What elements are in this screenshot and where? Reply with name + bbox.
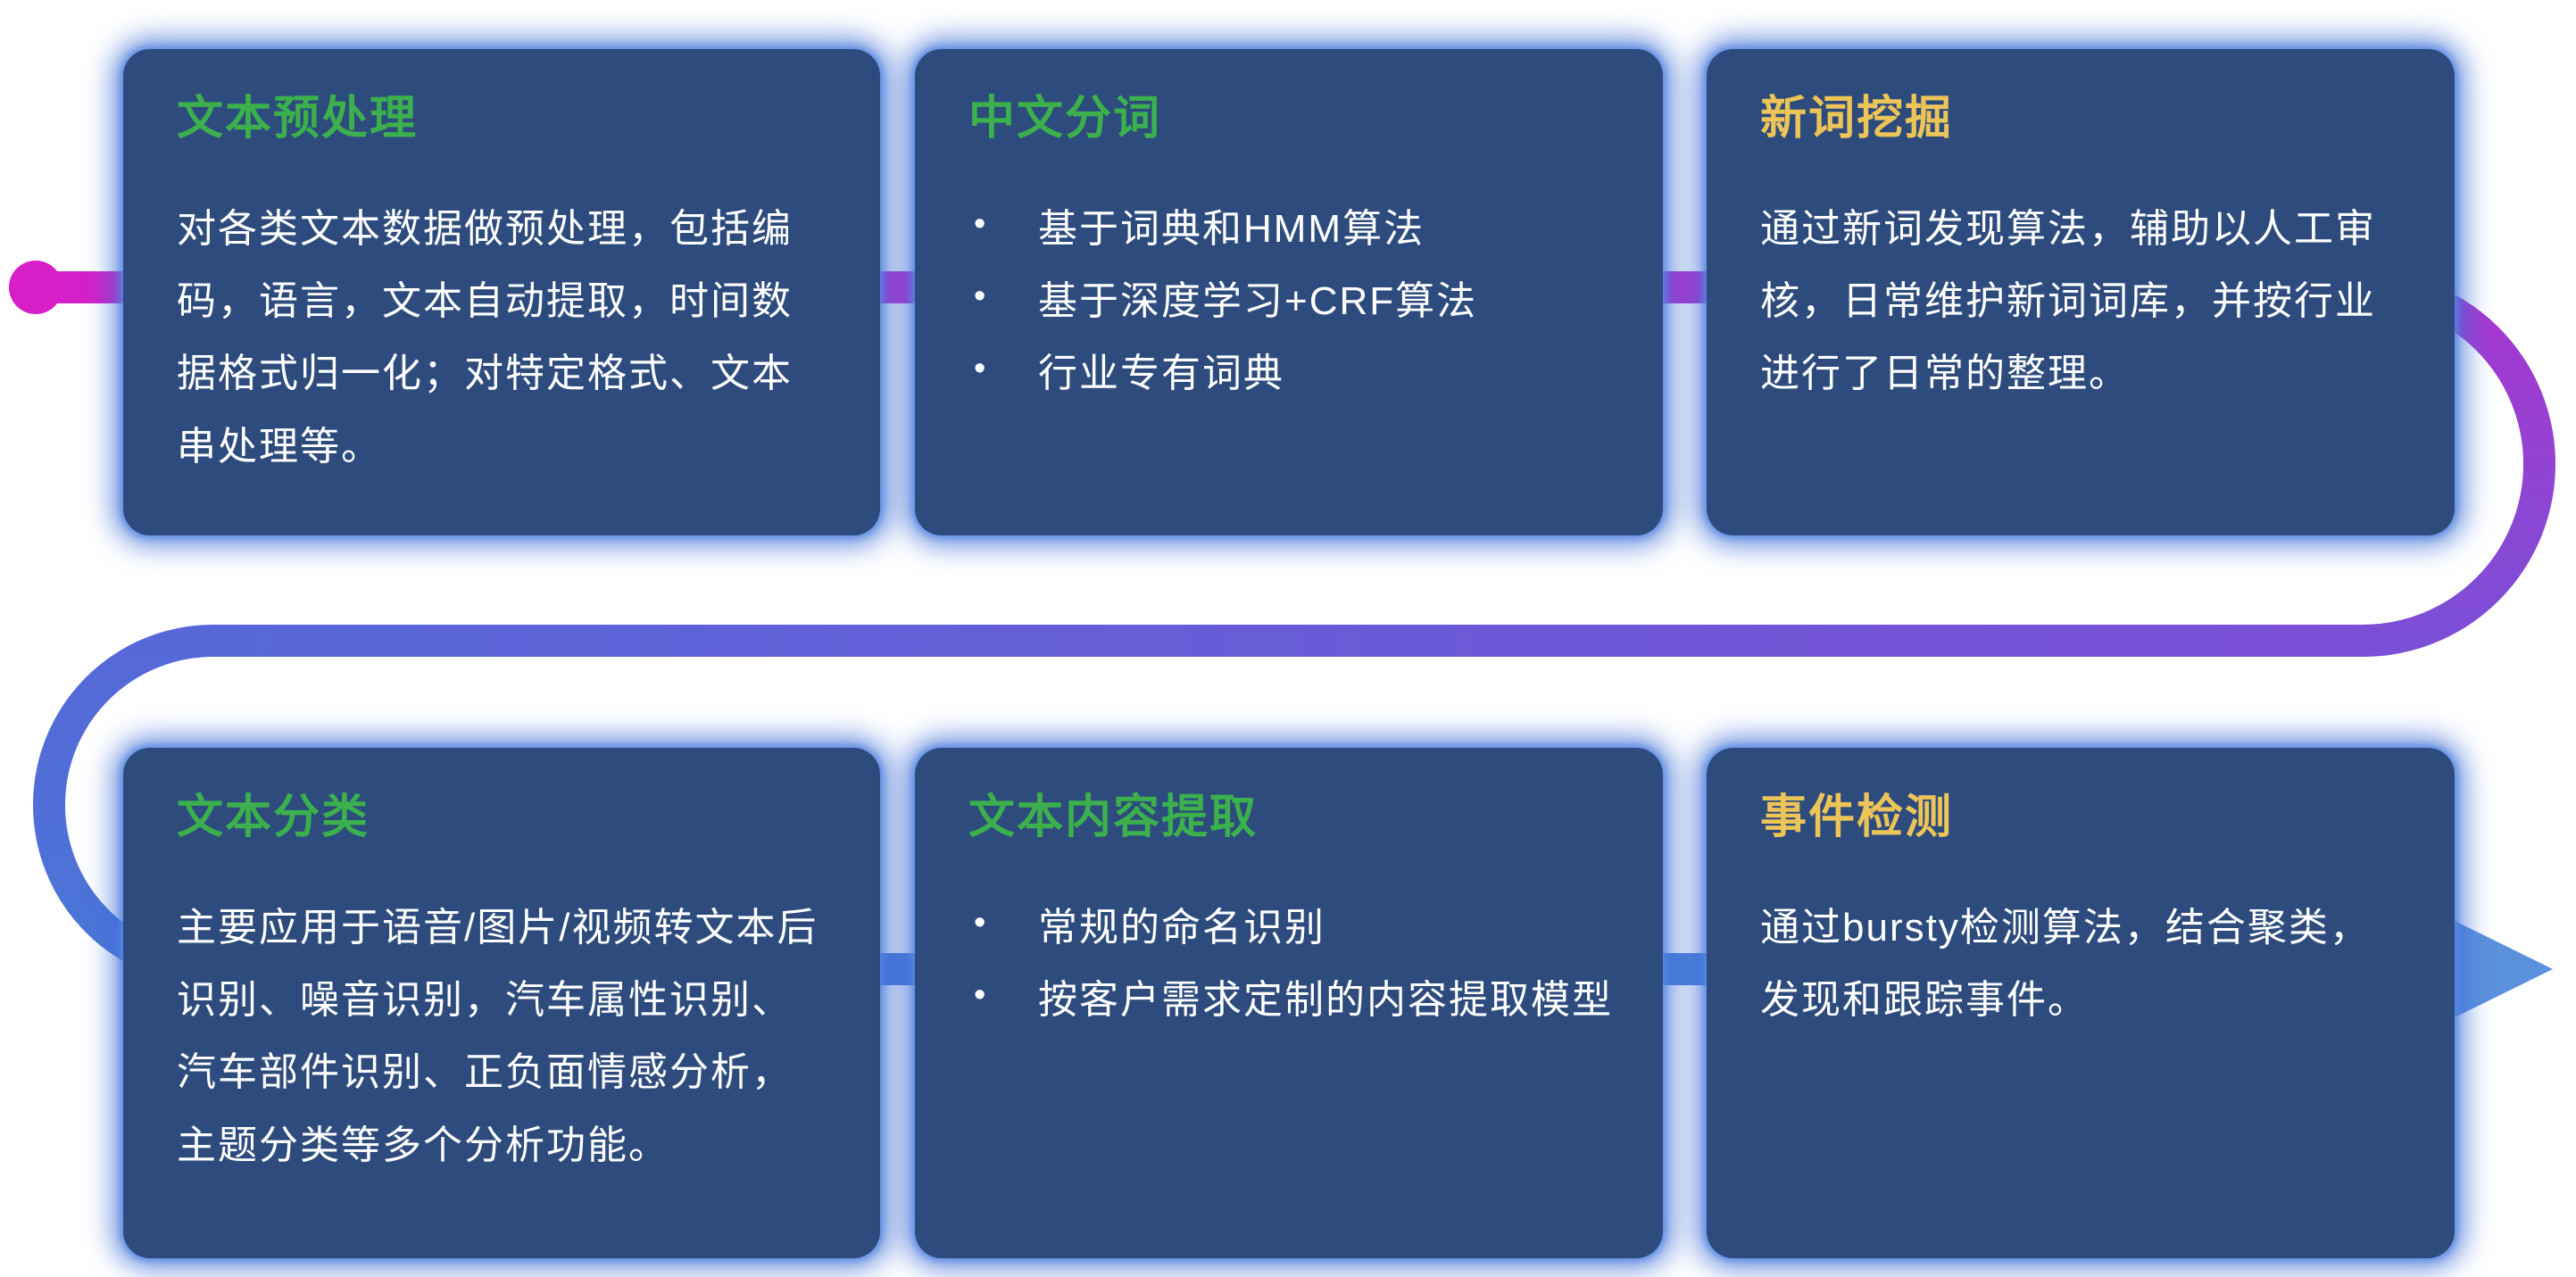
card-title: 文本预处理 (177, 93, 419, 145)
card-body: 主要应用于语音/图片/视频转文本后识别、噪音识别，汽车属性识别、汽车部件识别、正… (177, 905, 819, 1167)
card-chinese-word-segmentation: 中文分词 基于词典和HMM算法 基于深度学习+CRF算法 行业专有词典 (915, 49, 1663, 535)
bullet-item: 基于深度学习+CRF算法 (968, 265, 1614, 337)
bullet-item: 行业专有词典 (968, 337, 1614, 410)
bullet-item: 按客户需求定制的内容提取模型 (968, 964, 1614, 1036)
card-bullet-list: 常规的命名识别 按客户需求定制的内容提取模型 (968, 891, 1614, 1037)
card-bullet-list: 基于词典和HMM算法 基于深度学习+CRF算法 行业专有词典 (968, 193, 1614, 410)
card-body: 对各类文本数据做预处理，包括编码，语言，文本自动提取，时间数据格式归一化；对特定… (177, 206, 793, 469)
card-title: 文本内容提取 (968, 792, 1259, 843)
card-text-preprocessing: 文本预处理 对各类文本数据做预处理，包括编码，语言，文本自动提取，时间数据格式归… (123, 49, 880, 535)
card-title: 事件检测 (1760, 792, 1954, 843)
flow-arrowhead-icon (2447, 917, 2553, 1021)
card-title: 文本分类 (177, 792, 370, 843)
card-new-word-mining: 新词挖掘 通过新词发现算法，辅助以人工审核，日常维护新词词库，并按行业进行了日常… (1707, 49, 2455, 535)
bullet-item: 基于词典和HMM算法 (968, 193, 1614, 265)
card-title: 中文分词 (968, 93, 1162, 145)
card-text-content-extraction: 文本内容提取 常规的命名识别 按客户需求定制的内容提取模型 (915, 748, 1663, 1258)
card-body: 通过新词发现算法，辅助以人工审核，日常维护新词词库，并按行业进行了日常的整理。 (1760, 206, 2376, 396)
flow-start-dot (9, 261, 62, 314)
card-body: 通过bursty检测算法，结合聚类，发现和跟踪事件。 (1760, 905, 2371, 1022)
card-event-detection: 事件检测 通过bursty检测算法，结合聚类，发现和跟踪事件。 (1707, 748, 2455, 1258)
bullet-item: 常规的命名识别 (968, 891, 1614, 964)
card-text-classification: 文本分类 主要应用于语音/图片/视频转文本后识别、噪音识别，汽车属性识别、汽车部… (123, 748, 880, 1258)
card-title: 新词挖掘 (1760, 93, 1954, 145)
